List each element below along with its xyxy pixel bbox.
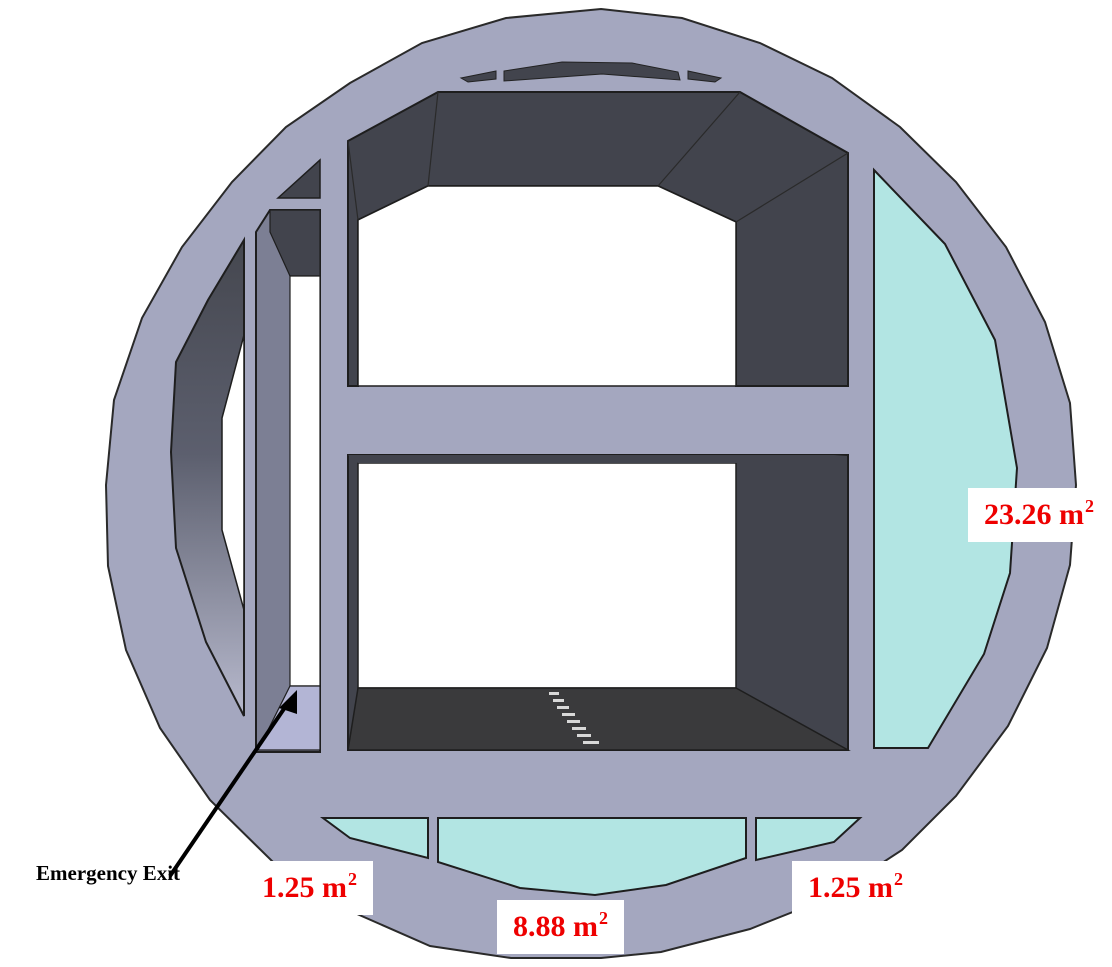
upper-edge-4 <box>347 140 359 221</box>
emergency-exit-label: Emergency Exit <box>36 861 181 885</box>
top-vent-center <box>503 61 681 82</box>
exit-passage-top <box>276 158 321 199</box>
area-label-bottom-right-duct: 1.25 m2 <box>792 861 919 915</box>
area-label-right-duct: 23.26 m2 <box>968 488 1110 542</box>
area-label-bottom-center-value: 8.88 m <box>513 910 598 943</box>
exit-passage-opening <box>289 275 321 687</box>
emergency-exit-arrow-shaft <box>168 698 292 878</box>
area-label-bottom-right-exponent: 2 <box>894 869 903 889</box>
area-label-bottom-left-duct: 1.25 m2 <box>246 861 373 915</box>
area-label-bottom-left-value: 1.25 m <box>262 871 347 904</box>
bottom-duct-left <box>319 817 429 860</box>
upper-edge-1 <box>427 91 439 187</box>
lower-chamber-ceiling-strip <box>348 455 848 463</box>
upper-edge-2 <box>657 91 741 187</box>
upper-edge-3 <box>735 152 849 223</box>
top-vent-right <box>687 70 723 83</box>
right-duct <box>873 167 1019 749</box>
lower-chamber-floor <box>347 687 851 751</box>
top-vent-left <box>459 70 497 83</box>
area-label-right-exponent: 2 <box>1085 496 1094 516</box>
area-label-bottom-left-exponent: 2 <box>348 869 357 889</box>
left-duct-opening <box>221 334 245 611</box>
floor-markings <box>549 692 599 744</box>
bottom-duct-right <box>755 817 863 862</box>
area-label-bottom-right-value: 1.25 m <box>808 871 893 904</box>
area-label-bottom-center-exponent: 2 <box>599 908 608 928</box>
bottom-duct-center <box>437 817 747 897</box>
lower-chamber-back-wall <box>357 462 737 689</box>
area-label-right-value: 23.26 m <box>984 498 1084 531</box>
area-label-bottom-center-duct: 8.88 m2 <box>497 900 624 954</box>
left-duct <box>169 236 245 717</box>
upper-chamber-back-wall-outline <box>357 185 737 387</box>
emergency-exit-arrowhead <box>279 690 297 714</box>
